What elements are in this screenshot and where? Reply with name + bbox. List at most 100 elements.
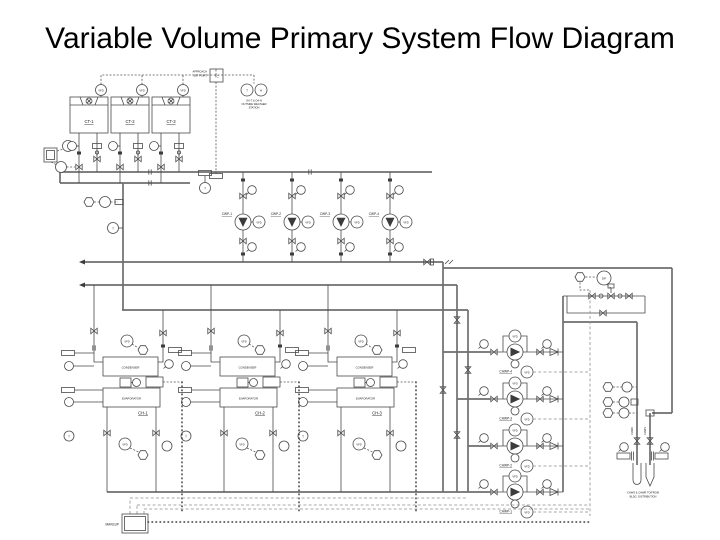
pump-cwp-1: VFD CWP-1	[222, 172, 266, 262]
chiller-3: VFD CONDENSER EVAPORATOR CH-3 T VFD	[295, 285, 416, 492]
chwr-pipe-label: CHWR	[630, 427, 634, 435]
svg-text:STATION: STATION	[249, 106, 260, 110]
chiller-label: CH-2	[255, 411, 265, 416]
svg-text:VFD: VFD	[239, 443, 244, 447]
evaporator-vessel	[219, 387, 278, 408]
compressor	[119, 377, 132, 388]
controller-label: TC	[214, 75, 219, 79]
temperature-controller	[209, 68, 224, 83]
chiller-vfd	[120, 334, 134, 348]
pump-vfd	[508, 423, 522, 437]
distribution-caption: CHWS & CHWR TO/FROM	[627, 491, 659, 495]
chiller-label: CH-1	[138, 411, 148, 416]
starter-panel	[145, 376, 164, 388]
svg-text:CONDENSER: CONDENSER	[122, 366, 140, 370]
starter-panel	[262, 376, 281, 388]
svg-text:T: T	[68, 435, 70, 439]
svg-text:VFD: VFD	[512, 335, 517, 339]
condenser-vessel	[219, 356, 276, 377]
dp-sensor	[596, 270, 612, 286]
condenser-vessel	[102, 356, 159, 377]
svg-text:VFD: VFD	[180, 89, 185, 93]
page-title: Variable Volume Primary System Flow Diag…	[45, 22, 675, 55]
tower-label: CT-2	[125, 119, 135, 124]
makeup-unit: MAKEUP	[106, 513, 149, 534]
svg-text:T: T	[112, 227, 114, 231]
svg-text:EVAPORATOR: EVAPORATOR	[239, 397, 258, 401]
pump-vfd	[508, 469, 522, 483]
fan-icon	[85, 97, 93, 105]
approach-setpoint-label: APPROACH	[192, 70, 207, 74]
svg-text:DP: DP	[602, 277, 606, 281]
pump-chwp-1: VFD VFD CHWP-1	[478, 469, 590, 519]
tower-label: CT-3	[166, 119, 176, 124]
makeup-label: MAKEUP	[106, 523, 119, 527]
pump-cwp-2: VFD CWP-2	[271, 172, 315, 262]
compressor	[353, 377, 366, 388]
svg-text:SET POINT: SET POINT	[193, 74, 207, 78]
oa-temp-sensor	[240, 83, 254, 97]
svg-text:VFD: VFD	[524, 465, 529, 469]
pump-chwp-3: VFD VFD CHWP-3	[478, 376, 590, 426]
building-distribution: CHWR CHWS CHWS & CHWR TO/FROM BLDG. DIST…	[616, 427, 670, 499]
riser-sensors: T	[83, 196, 124, 234]
svg-text:T: T	[185, 435, 187, 439]
fan-icon	[126, 97, 134, 105]
pump-cwp-4: VFD CWP-4	[369, 172, 413, 262]
cooling-towers: CT-1 CT-2 CT-3 VFD VFD VFD	[67, 84, 191, 234]
svg-text:VFD: VFD	[98, 89, 103, 93]
pump-vfd	[352, 437, 366, 451]
pump-label: CHWP-2	[499, 464, 512, 468]
pump-vfd	[235, 437, 249, 451]
control-wiring	[129, 290, 591, 523]
svg-text:CONDENSER: CONDENSER	[356, 366, 374, 370]
svg-text:VFD: VFD	[512, 429, 517, 433]
svg-text:VFD: VFD	[354, 221, 359, 225]
chiller-1: VFD CONDENSER EVAPORATOR CH-1 T VFD	[61, 285, 182, 492]
svg-text:T: T	[204, 187, 206, 191]
chilled-water-pumps: VFD VFD CHWP-4 VFD VFD CHWP-3 VFD	[478, 329, 590, 519]
distribution-sensors	[602, 381, 655, 419]
svg-text:VFD: VFD	[358, 340, 363, 344]
chws-pipe-label: CHWS	[643, 427, 647, 435]
svg-text:VFD: VFD	[524, 511, 529, 515]
svg-text:EVAPORATOR: EVAPORATOR	[356, 397, 375, 401]
chilled-water-piping	[107, 259, 673, 493]
weather-station-caption: OA-T & OA-H	[246, 99, 262, 103]
svg-text:H: H	[260, 89, 262, 93]
tower-label: CT-1	[84, 119, 94, 124]
pump-label: CHWP-4	[499, 370, 512, 374]
chiller-vfd	[237, 334, 251, 348]
pump-vfd	[350, 215, 364, 229]
pump-label: CWP-3	[320, 212, 330, 216]
pump-vfd	[118, 437, 132, 451]
condenser-water-pumps: VFD CWP-1 VFD CWP-2 VFD CWP-3	[222, 172, 413, 262]
svg-text:T: T	[302, 435, 304, 439]
svg-text:VFD: VFD	[241, 340, 246, 344]
pump-chwp-2: VFD VFD CHWP-2	[478, 423, 590, 473]
evaporator-vessel	[102, 387, 161, 408]
pump-vfd	[508, 329, 522, 343]
chillers: VFD CONDENSER EVAPORATOR CH-1 T VFD	[61, 285, 416, 492]
svg-text:CONDENSER: CONDENSER	[239, 366, 257, 370]
pump-vfd	[508, 376, 522, 390]
svg-text:VFD: VFD	[256, 221, 261, 225]
pump-vfd	[399, 215, 413, 229]
evaporator-vessel	[336, 387, 395, 408]
svg-text:BLDG. DISTRIBUTION: BLDG. DISTRIBUTION	[630, 495, 657, 499]
svg-text:VFD: VFD	[512, 382, 517, 386]
chwr-drop-loop	[632, 463, 642, 485]
svg-text:T: T	[246, 89, 248, 93]
pump-label: CHWP-1	[499, 510, 512, 514]
chiller-vfd	[354, 334, 368, 348]
cooling-tower-3: CT-3	[151, 96, 191, 134]
svg-text:VFD: VFD	[124, 340, 129, 344]
condenser-water-piping	[59, 168, 468, 311]
cooling-tower-1: CT-1	[69, 96, 109, 134]
cooling-tower-2: CT-2	[110, 96, 150, 134]
condenser-vessel	[336, 356, 393, 377]
svg-text:EVAPORATOR: EVAPORATOR	[122, 397, 141, 401]
chiller-label: CH-3	[372, 411, 382, 416]
fan-housing	[79, 96, 99, 106]
